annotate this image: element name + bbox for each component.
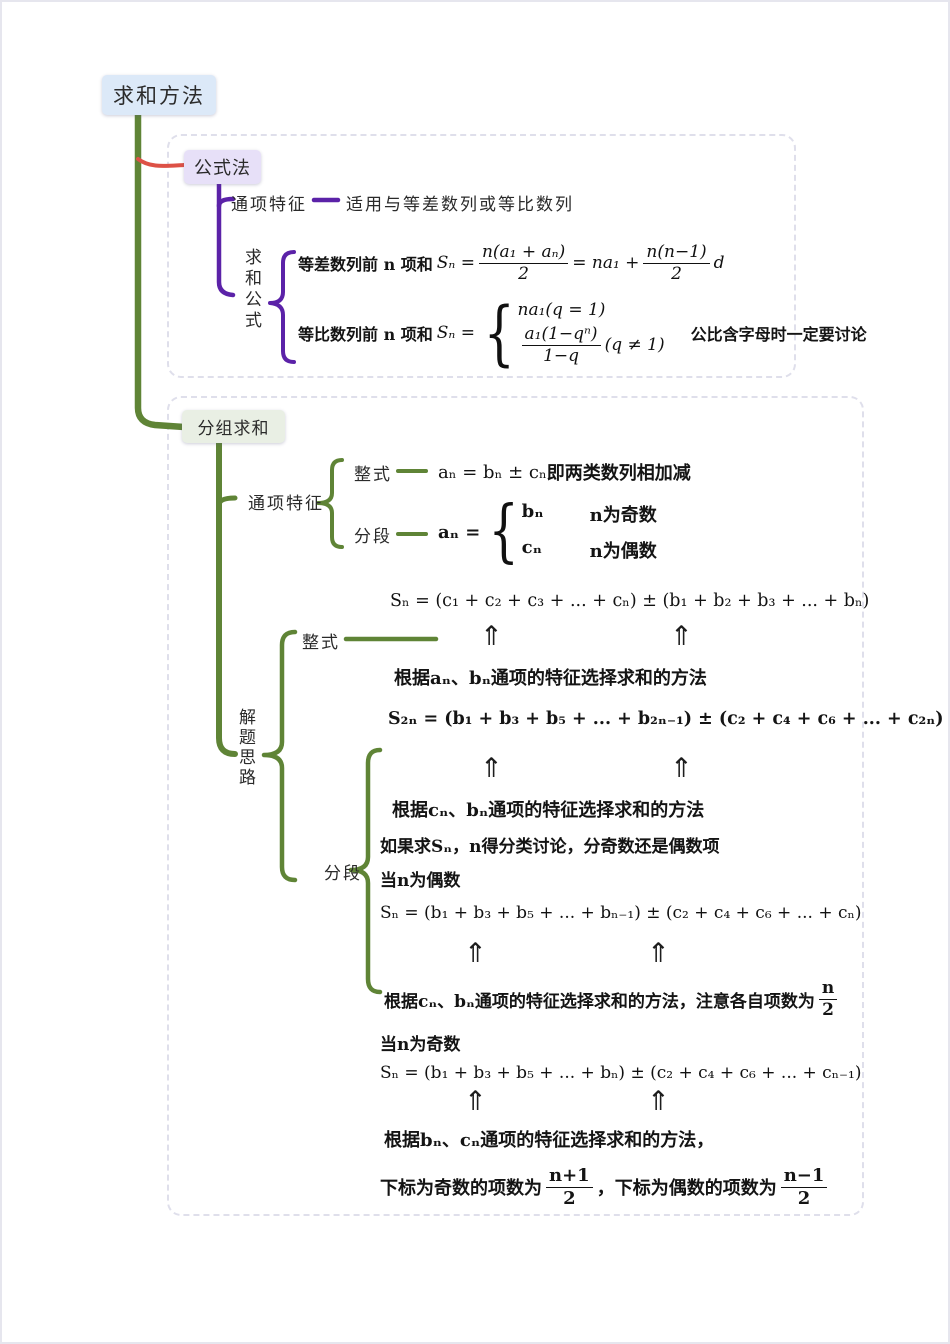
geom-case1: na₁(q = 1) <box>517 300 606 321</box>
double-up-arrow-icon: ⇑ <box>480 621 503 652</box>
even-frac: n 2 <box>818 978 838 1020</box>
geom-case-brace: { <box>483 292 515 374</box>
topic-strategy-piecewise[interactable]: 分段 <box>324 864 362 884</box>
arith-sum-formula: 等差数列前 n 项和 Sₙ = n(a₁ + aₙ) 2 = na₁ + n(n… <box>298 234 725 292</box>
double-up-arrow-icon: ⇑ <box>464 1086 487 1117</box>
arith-mid: = na₁ + <box>572 253 640 273</box>
geom-cond: (q ≠ 1) <box>604 335 665 355</box>
topic-feature2-piecewise[interactable]: 分段 <box>354 527 392 547</box>
arith-frac1: n(a₁ + aₙ) 2 <box>478 242 569 284</box>
arith-label: 等差数列前 n 项和 <box>298 255 433 274</box>
group-method-node[interactable]: 分组求和 <box>182 410 285 443</box>
root-node[interactable]: 求和方法 <box>102 75 216 115</box>
double-up-arrow-icon: ⇑ <box>480 753 503 784</box>
topic-strategy-integral[interactable]: 整式 <box>302 633 340 653</box>
geom-note: 公比含字母时一定要讨论 <box>690 325 867 344</box>
even-case-formula: Sₙ = (b₁ + b₃ + b₅ + ... + bₙ₋₁) ± (c₂ +… <box>380 903 862 923</box>
double-up-arrow-icon: ⇑ <box>464 938 487 969</box>
odd-case-formula: Sₙ = (b₁ + b₃ + b₅ + ... + bₙ) ± (c₂ + c… <box>380 1063 862 1083</box>
piecewise-case1: bₙ n为奇数 <box>521 501 657 526</box>
strategy-integral-formula: Sₙ = (c₁ + c₂ + c₃ + ... + cₙ) ± (b₁ + b… <box>390 591 870 611</box>
piecewise-cases: bₙ n为奇数 cₙ n为偶数 <box>522 501 657 563</box>
formula-method-node[interactable]: 公式法 <box>184 150 261 184</box>
group-method-label: 分组求和 <box>197 419 270 439</box>
geom-frac: a₁(1−qⁿ) 1−q <box>521 324 601 366</box>
geom-cases: na₁(q = 1) a₁(1−qⁿ) 1−q (q ≠ 1) <box>518 300 665 366</box>
geom-sum-formula: 等比数列前 n 项和 Sₙ = { na₁(q = 1) a₁(1−qⁿ) 1−… <box>298 294 867 372</box>
double-up-arrow-icon: ⇑ <box>647 938 670 969</box>
strategy-piecewise-note: 根据cₙ、bₙ通项的特征选择求和的方法 <box>392 800 705 821</box>
topic-strategy[interactable]: 解题思路 <box>235 708 255 788</box>
integral-formula-desc: 即两类数列相加减 <box>546 463 691 484</box>
odd-case-note2: 下标为奇数的项数为 n+1 2 ，下标为偶数的项数为 n−1 2 <box>380 1160 831 1214</box>
geom-label: 等比数列前 n 项和 <box>298 325 433 344</box>
strategy-s2n-formula: S₂ₙ = (b₁ + b₃ + b₅ + ... + b₂ₙ₋₁) ± (c₂… <box>388 709 944 729</box>
feature2-piecewise-formula: aₙ = { bₙ n为奇数 cₙ n为偶数 <box>438 494 657 570</box>
piecewise-lhs: aₙ = <box>438 521 481 543</box>
odd-case-note1: 根据bₙ、cₙ通项的特征选择求和的方法， <box>384 1130 715 1151</box>
root-label: 求和方法 <box>113 84 205 108</box>
double-up-arrow-icon: ⇑ <box>670 621 693 652</box>
arith-frac2: n(n−1) 2 <box>643 242 710 284</box>
piecewise-case2: cₙ n为偶数 <box>521 537 657 562</box>
feature2-integral-formula: aₙ = bₙ ± cₙ 即两类数列相加减 <box>438 458 691 486</box>
even-case-note: 根据cₙ、bₙ通项的特征选择求和的方法，注意各自项数为 n 2 <box>384 974 841 1024</box>
arith-tail: d <box>713 253 725 273</box>
topic-feature1[interactable]: 通项特征 <box>231 195 307 215</box>
odd-frac1: n+1 2 <box>546 1165 593 1209</box>
geom-case2: a₁(1−qⁿ) 1−q (q ≠ 1) <box>518 324 665 366</box>
topic-feature2-integral[interactable]: 整式 <box>354 465 392 485</box>
double-up-arrow-icon: ⇑ <box>670 753 693 784</box>
odd-case-head: 当n为奇数 <box>380 1035 461 1055</box>
even-case-head: 当n为偶数 <box>380 871 461 891</box>
integral-formula-math: aₙ = bₙ ± cₙ <box>438 461 547 483</box>
geom-lhs: Sₙ = <box>436 323 475 343</box>
formula-method-label: 公式法 <box>194 158 251 179</box>
arith-lhs: Sₙ = <box>436 253 475 273</box>
strategy-integral-note: 根据aₙ、bₙ通项的特征选择求和的方法 <box>394 668 707 689</box>
feature1-desc: 适用与等差数列或等比数列 <box>346 195 574 215</box>
piecewise-brace: { <box>488 492 520 571</box>
topic-sum-formula[interactable]: 求和公式 <box>241 248 261 332</box>
odd-frac2: n−1 2 <box>780 1165 828 1209</box>
double-up-arrow-icon: ⇑ <box>647 1086 670 1117</box>
topic-feature2[interactable]: 通项特征 <box>248 494 324 514</box>
strategy-piecewise-line1: 如果求Sₙ，n得分类讨论，分奇数还是偶数项 <box>380 837 720 857</box>
